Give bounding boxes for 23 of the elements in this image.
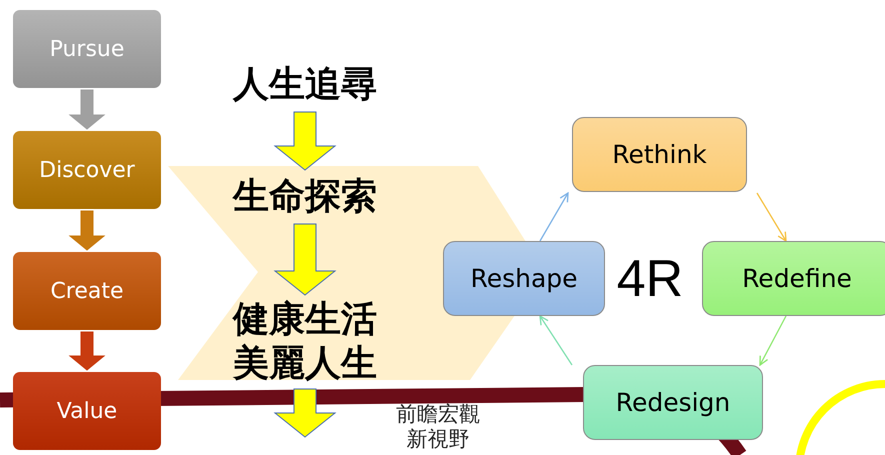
arrow — [759, 316, 787, 366]
block-arrow — [274, 112, 336, 171]
caption-text: 前瞻宏觀新視野 — [395, 402, 481, 452]
process-box: Rethink — [572, 117, 747, 192]
process-box: Discover — [13, 131, 161, 209]
process-box: Value — [13, 372, 161, 450]
block-arrow — [274, 224, 336, 296]
process-box: Redefine — [702, 241, 885, 316]
process-box: Reshape — [443, 241, 605, 316]
process-box: Redesign — [583, 365, 763, 440]
process-box: Create — [13, 252, 161, 330]
process-box: Pursue — [13, 10, 161, 88]
block-arrow — [68, 210, 106, 251]
heading-text: 健康生活美麗人生 — [225, 297, 385, 387]
heading-text: 人生追尋 — [205, 60, 405, 110]
block-arrow — [68, 90, 106, 130]
center-label: 4R — [616, 249, 684, 310]
heading-text: 生命探索 — [205, 172, 405, 222]
block-arrow — [274, 388, 336, 438]
arrow — [756, 192, 787, 242]
block-arrow — [68, 332, 106, 371]
arrow — [539, 315, 573, 366]
arrow — [539, 192, 569, 242]
